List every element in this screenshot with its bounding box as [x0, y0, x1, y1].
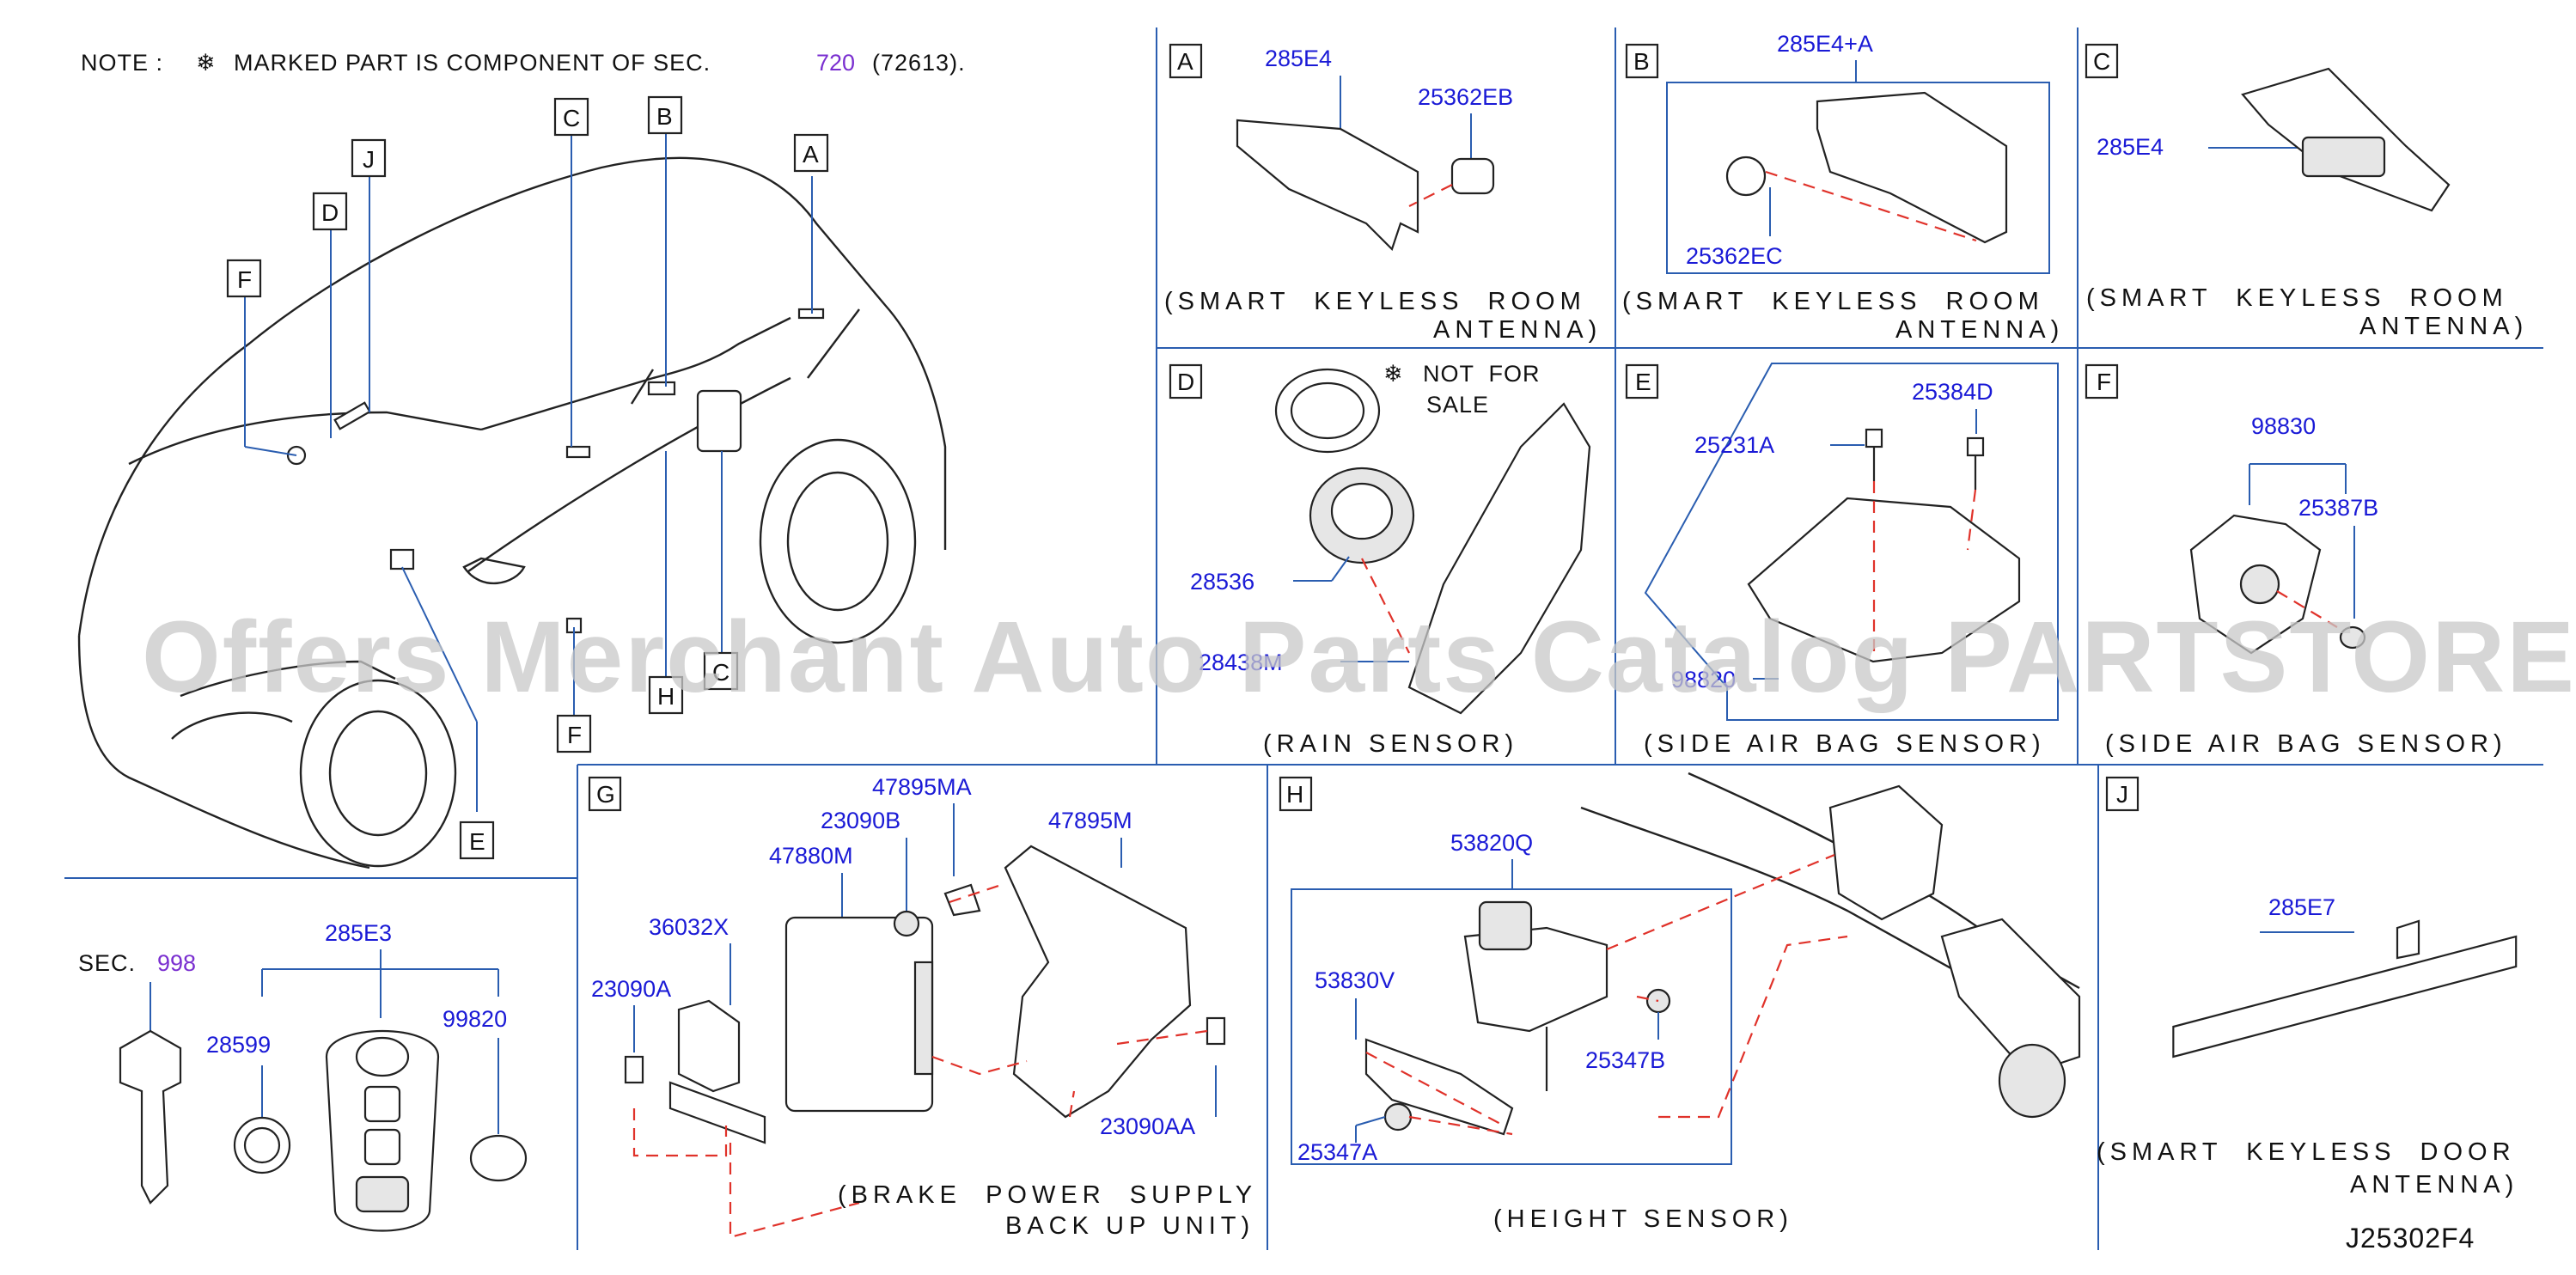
section-letter: B — [1633, 48, 1650, 75]
part-number-25347B[interactable]: 25347B — [1585, 1047, 1665, 1073]
section-F: F 98830 25387B (SIDE AIR BAG SENSOR) — [2085, 363, 2507, 758]
callout-F[interactable]: F — [226, 259, 262, 298]
section-caption: (RAIN SENSOR) — [1263, 730, 1518, 758]
part-number-285E7[interactable]: 285E7 — [2268, 894, 2335, 920]
part-number-25231A[interactable]: 25231A — [1694, 432, 1774, 458]
section-H: H 53820Q 53830V 25347B 25347A (HEIGHT SE… — [1279, 772, 2081, 1233]
part-number-98830[interactable]: 98830 — [2251, 413, 2316, 439]
sec-998-link[interactable]: 998 — [157, 950, 196, 976]
section-caption: (SIDE AIR BAG SENSOR) — [1644, 730, 2046, 758]
section-caption: (HEIGHT SENSOR) — [1493, 1205, 1793, 1233]
section-caption: (SIDE AIR BAG SENSOR) — [2105, 730, 2507, 758]
callout-J[interactable]: J — [351, 138, 387, 178]
sec-prefix: SEC. — [78, 950, 136, 976]
part-number-53820Q[interactable]: 53820Q — [1450, 830, 1533, 856]
part-number-47880M[interactable]: 47880M — [769, 843, 853, 869]
section-letter: H — [1286, 781, 1303, 808]
section-B: B 285E4+A 25362EC (SMART KEYLESS ROOM AN… — [1622, 31, 2064, 344]
sec-720-link[interactable]: 720 — [816, 50, 855, 76]
part-number-25362EC[interactable]: 25362EC — [1686, 243, 1783, 269]
part-number-98820[interactable]: 98820 — [1671, 667, 1736, 692]
not-for-sale-note: NOT FOR — [1423, 361, 1541, 387]
section-caption: (BRAKE POWER SUPPLY — [838, 1181, 1257, 1209]
note-prefix: NOTE : — [81, 50, 163, 76]
part-number-285E4[interactable]: 285E4 — [1265, 46, 1332, 71]
part-number-28438M[interactable]: 28438M — [1199, 650, 1283, 675]
part-number-25387B[interactable]: 25387B — [2298, 495, 2378, 521]
svg-text:ANTENNA): ANTENNA) — [1433, 316, 1602, 344]
part-number-285E3[interactable]: 285E3 — [325, 920, 392, 946]
svg-text:J: J — [363, 146, 375, 173]
section-caption: (SMART KEYLESS DOOR — [2097, 1138, 2516, 1166]
note-text: MARKED PART IS COMPONENT OF SEC. — [234, 50, 711, 76]
section-J: J 285E7 (SMART KEYLESS DOOR ANTENNA) — [2097, 776, 2518, 1199]
section-D: D ❄ NOT FOR SALE 28536 28438M (RAIN SENS… — [1169, 361, 1591, 758]
panel-grid — [64, 27, 2543, 1250]
svg-text:ANTENNA): ANTENNA) — [2359, 313, 2528, 340]
section-letter: G — [596, 781, 615, 808]
callout-B[interactable]: B — [647, 95, 683, 135]
section-C: C 285E4 (SMART KEYLESS ROOM ANTENNA) — [2085, 43, 2528, 340]
part-number-23090A[interactable]: 23090A — [591, 976, 671, 1002]
section-letter: D — [1177, 369, 1194, 395]
svg-text:C: C — [563, 105, 580, 131]
note-suffix: (72613). — [872, 50, 966, 76]
section-letter: E — [1635, 369, 1651, 395]
callout-C-lower[interactable]: C — [703, 651, 739, 691]
part-number-285E4[interactable]: 285E4 — [2097, 134, 2164, 160]
callout-A[interactable]: A — [793, 133, 829, 173]
callout-H[interactable]: H — [648, 675, 684, 715]
section-G: G 47895MA 47895M 23090B 47880M 36032X 23… — [588, 774, 1257, 1240]
part-number-23090B[interactable]: 23090B — [821, 808, 900, 833]
vehicle-overview: A B C D F J C E F H — [77, 95, 947, 869]
part-number-25384D[interactable]: 25384D — [1912, 379, 1993, 405]
svg-text:F: F — [567, 722, 582, 748]
key-section: SEC. 998 285E3 28599 99820 — [78, 920, 528, 1232]
callout-E[interactable]: E — [459, 821, 495, 860]
snowflake-icon: ❄ — [1383, 361, 1404, 387]
svg-text:ANTENNA): ANTENNA) — [1895, 316, 2064, 344]
diagram-code: J25302F4 — [2346, 1223, 2475, 1254]
part-number-36032X[interactable]: 36032X — [649, 914, 729, 940]
callout-C[interactable]: C — [553, 97, 589, 137]
section-letter: F — [2097, 369, 2111, 395]
part-number-28536[interactable]: 28536 — [1190, 569, 1254, 595]
section-caption: (SMART KEYLESS ROOM — [2086, 284, 2508, 312]
part-number-53830V[interactable]: 53830V — [1315, 967, 1395, 993]
svg-text:BACK UP UNIT): BACK UP UNIT) — [1005, 1212, 1254, 1240]
svg-text:ANTENNA): ANTENNA) — [2350, 1171, 2518, 1199]
part-number-25362EB[interactable]: 25362EB — [1418, 84, 1513, 110]
svg-text:E: E — [469, 828, 485, 855]
section-letter: J — [2116, 781, 2128, 808]
snowflake-icon: ❄ — [196, 50, 217, 76]
callout-D[interactable]: D — [312, 192, 348, 231]
note: NOTE : ❄ MARKED PART IS COMPONENT OF SEC… — [81, 50, 966, 76]
section-A: A 285E4 25362EB (SMART KEYLESS ROOM ANTE… — [1164, 43, 1602, 344]
svg-text:C: C — [712, 659, 729, 686]
svg-text:B: B — [656, 103, 673, 130]
svg-text:F: F — [237, 266, 252, 293]
watermark: Offers Merchant Auto Parts Catalog PARTS… — [142, 601, 2576, 714]
section-E: E 25384D 25231A 98820 (SIDE AIR BAG SENS… — [1625, 363, 2059, 758]
callout-F-lower[interactable]: F — [556, 714, 592, 753]
svg-text:H: H — [657, 683, 675, 710]
section-letter: C — [2093, 48, 2110, 75]
part-number-99820[interactable]: 99820 — [443, 1006, 507, 1032]
part-number-25347A[interactable]: 25347A — [1297, 1139, 1377, 1165]
part-number-47895M[interactable]: 47895M — [1048, 808, 1132, 833]
section-caption: (SMART KEYLESS ROOM — [1164, 288, 1586, 315]
section-letter: A — [1177, 48, 1193, 75]
section-caption: (SMART KEYLESS ROOM — [1622, 288, 2044, 315]
part-number-285E4-A[interactable]: 285E4+A — [1777, 31, 1873, 57]
svg-text:D: D — [321, 199, 339, 226]
part-number-28599[interactable]: 28599 — [206, 1032, 271, 1058]
part-number-47895MA[interactable]: 47895MA — [872, 774, 972, 800]
part-number-23090AA[interactable]: 23090AA — [1100, 1113, 1195, 1139]
svg-text:A: A — [803, 141, 819, 168]
svg-text:SALE: SALE — [1426, 392, 1489, 418]
